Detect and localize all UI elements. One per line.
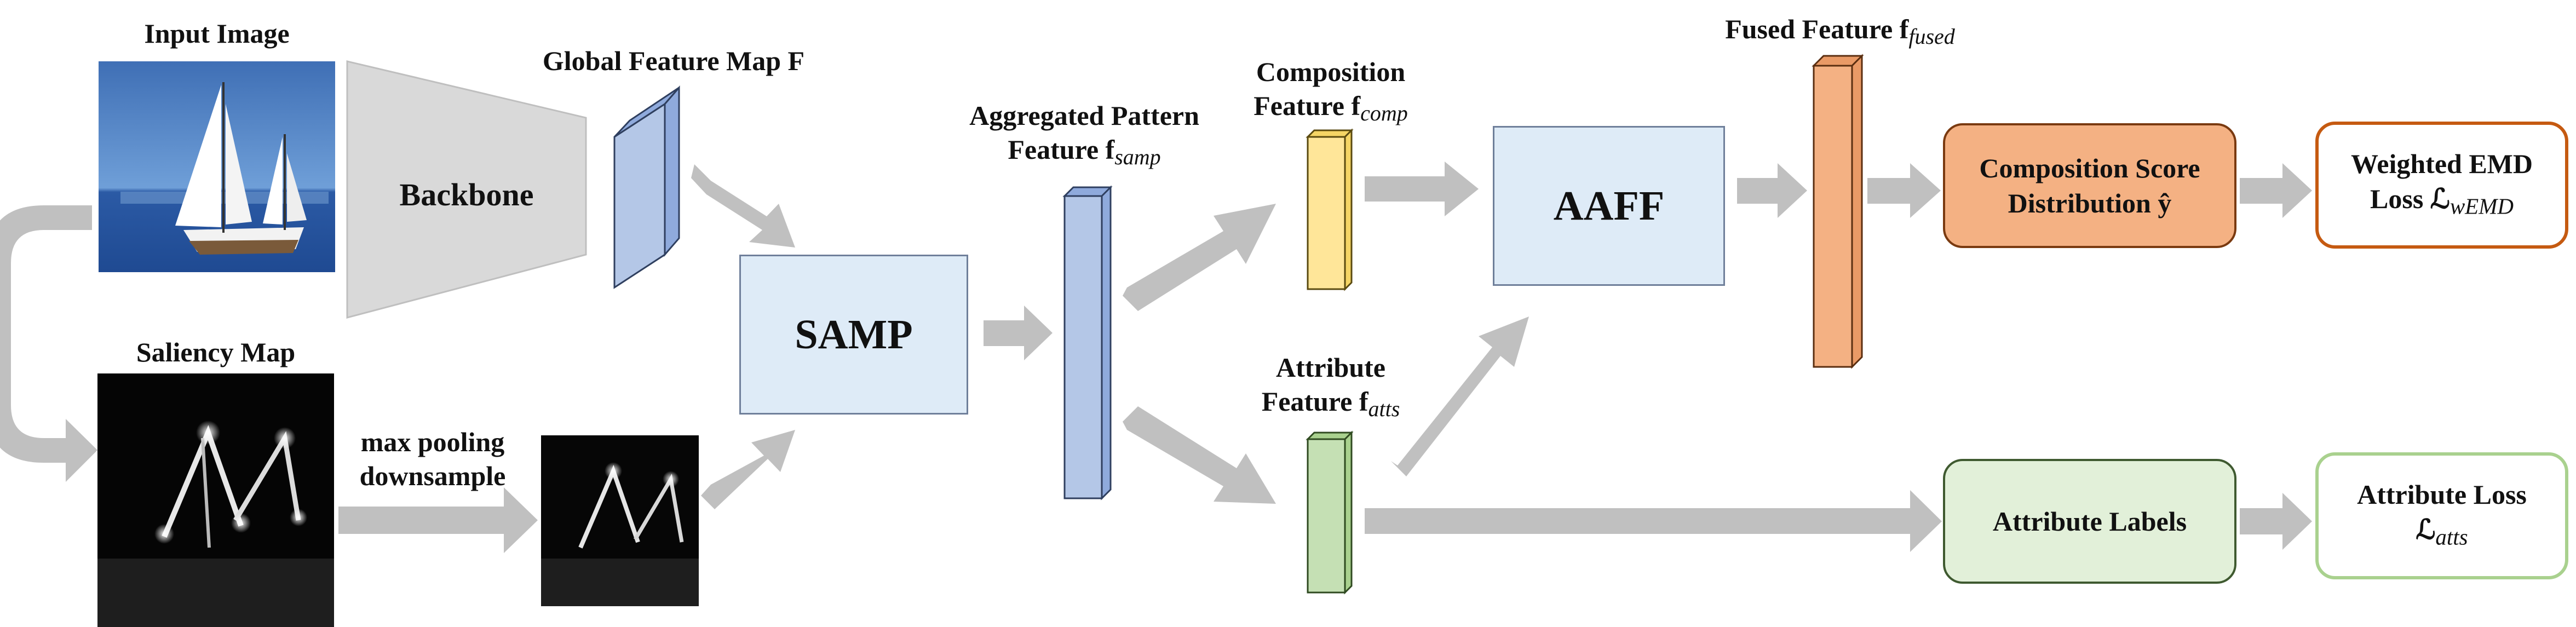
weighted-emd-subscript: wEMD bbox=[2450, 193, 2514, 219]
backbone-label: Backbone bbox=[347, 164, 586, 225]
composition-score-line2: Distribution ŷ bbox=[2008, 188, 2172, 218]
downsampled-saliency bbox=[541, 435, 699, 606]
input-image bbox=[99, 61, 335, 272]
backbone-block bbox=[346, 60, 587, 319]
samp-box: SAMP bbox=[739, 255, 968, 415]
saliency-map bbox=[97, 373, 334, 627]
arrow-global-to-samp bbox=[691, 164, 795, 248]
arrow-aaff-to-fused bbox=[1737, 163, 1807, 218]
attribute-feature-block bbox=[1306, 430, 1354, 595]
global-feature-map-label: Global Feature Map F bbox=[542, 45, 805, 76]
attribute-subscript: atts bbox=[1368, 396, 1400, 421]
composition-line1: Composition bbox=[1256, 56, 1406, 87]
weighted-emd-line1: Weighted EMD bbox=[2351, 148, 2533, 180]
arrow-image-to-saliency bbox=[0, 205, 97, 482]
attribute-feature-label: Attribute Feature fatts bbox=[1221, 350, 1440, 426]
backbone-text: Backbone bbox=[399, 176, 534, 212]
arrow-agg-to-comp bbox=[1123, 204, 1276, 311]
aggregated-line2: Feature fsamp bbox=[1008, 134, 1161, 169]
arrow-attr-to-labels bbox=[1365, 490, 1942, 552]
aaff-box: AAFF bbox=[1493, 126, 1725, 286]
aggregated-line1: Aggregated Pattern bbox=[969, 100, 1199, 131]
weighted-emd-box: Weighted EMD Loss ℒwEMD bbox=[2315, 122, 2568, 249]
attribute-line2: Feature fatts bbox=[1261, 386, 1400, 421]
max-pooling-line1: max pooling bbox=[360, 427, 505, 457]
composition-feature-block bbox=[1306, 128, 1354, 291]
input-image-label: Input Image bbox=[144, 18, 290, 49]
attribute-line1: Attribute bbox=[1276, 352, 1385, 383]
arrow-fused-to-score bbox=[1867, 163, 1941, 218]
attribute-loss-line2: ℒatts bbox=[2416, 514, 2468, 550]
arrow-attr-to-aaff bbox=[1391, 317, 1529, 476]
arrow-comp-to-aaff bbox=[1365, 162, 1479, 216]
composition-score-line1: Composition Score bbox=[1979, 153, 2200, 183]
attribute-loss-box: Attribute Loss ℒatts bbox=[2315, 452, 2568, 579]
aggregated-subscript: samp bbox=[1114, 145, 1161, 169]
attribute-loss-line1: Attribute Loss bbox=[2357, 479, 2527, 510]
aggregated-feature-block bbox=[1062, 185, 1113, 501]
aggregated-feature-label: Aggregated Pattern Feature fsamp bbox=[920, 99, 1249, 174]
arrow-down-to-samp bbox=[701, 430, 795, 509]
composition-subscript: comp bbox=[1360, 101, 1408, 125]
max-pooling-label: max pooling downsample bbox=[340, 425, 526, 493]
fused-feature-block bbox=[1812, 54, 1864, 369]
aaff-text: AAFF bbox=[1553, 182, 1665, 229]
composition-feature-label: Composition Feature fcomp bbox=[1221, 55, 1440, 130]
max-pooling-line2: downsample bbox=[359, 461, 506, 491]
saliency-map-label: Saliency Map bbox=[136, 337, 296, 367]
attribute-labels-text: Attribute Labels bbox=[1992, 506, 2187, 537]
samp-text: SAMP bbox=[795, 311, 913, 358]
arrow-score-to-emd bbox=[2240, 163, 2312, 218]
composition-line2: Feature fcomp bbox=[1254, 90, 1408, 125]
fused-subscript: fused bbox=[1908, 24, 1955, 49]
global-feature-map-block bbox=[613, 85, 680, 289]
fused-feature-label: Fused Feature ffused bbox=[1725, 14, 1955, 49]
arrow-agg-to-attr bbox=[1123, 406, 1276, 504]
attribute-labels-box: Attribute Labels bbox=[1943, 459, 2236, 584]
attribute-loss-subscript: atts bbox=[2435, 524, 2468, 550]
composition-score-box: Composition Score Distribution ŷ bbox=[1943, 123, 2236, 248]
arrow-labels-to-loss bbox=[2240, 493, 2312, 550]
arrow-samp-to-agg bbox=[984, 306, 1053, 360]
weighted-emd-line2: Loss ℒwEMD bbox=[2370, 183, 2514, 219]
arrows bbox=[0, 162, 2312, 553]
arrow-maxpool bbox=[338, 487, 538, 553]
